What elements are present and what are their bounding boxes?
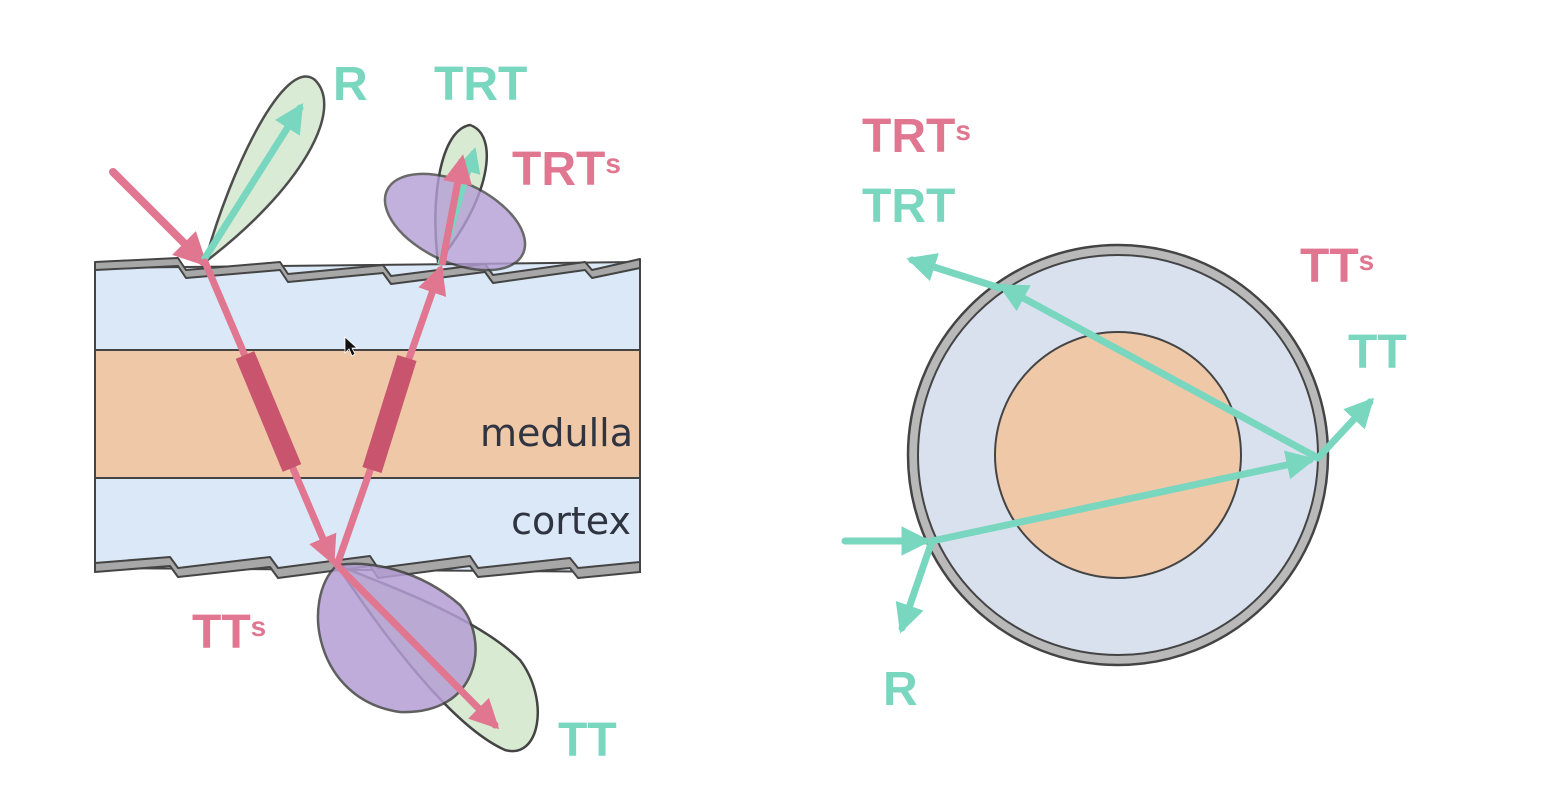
cross-section-medulla (994, 331, 1242, 579)
label-trts-right: TRTs (862, 110, 971, 163)
r-ray-left (201, 103, 304, 262)
label-trts-left: TRTs (512, 143, 621, 196)
trts-ray-left (438, 154, 473, 266)
label-tts-left-sub: s (251, 611, 267, 642)
tt-ray-left (336, 564, 500, 730)
r-ray-right (895, 537, 936, 634)
trt-ray-right (906, 253, 1004, 292)
label-r-right: R (883, 663, 918, 716)
label-trts-left-sub: s (605, 148, 621, 179)
label-tt-right: TT (1348, 326, 1407, 379)
label-tt-left: TT (558, 714, 617, 767)
label-r-left: R (333, 58, 368, 111)
label-trts-right-sub: s (955, 115, 971, 146)
label-cortex: cortex (511, 499, 631, 543)
internal-ray-return (997, 283, 1322, 462)
tts-lobe (316, 562, 477, 714)
tt-ray-right (1314, 397, 1375, 462)
label-tts-left: TTs (192, 606, 266, 659)
label-trts-left-main: TRT (512, 143, 605, 196)
medulla-absorption-segment-up (362, 355, 417, 473)
label-trt-right: TRT (862, 180, 955, 233)
incident-ray-left (109, 168, 208, 267)
label-trt-left: TRT (434, 58, 527, 111)
internal-ray-to-back (928, 450, 1316, 545)
label-tts-right-sub: s (1359, 245, 1375, 276)
bottom-cuticle-scales (94, 555, 641, 579)
mouse-cursor-icon (344, 336, 359, 357)
longitudinal-hair-section: R TRT TRTs TTs TT medulla cortex (94, 58, 641, 767)
label-tts-right-main: TT (1300, 240, 1359, 293)
top-cuticle-scales (94, 257, 641, 285)
label-trts-right-main: TRT (862, 110, 955, 163)
hair-cross-section: TRTs TRT TTs TT R (841, 110, 1407, 716)
label-tts-left-main: TT (192, 606, 251, 659)
label-tts-right: TTs (1300, 240, 1374, 293)
medulla-absorption-segment-down (235, 351, 302, 472)
label-medulla: medulla (480, 411, 633, 455)
